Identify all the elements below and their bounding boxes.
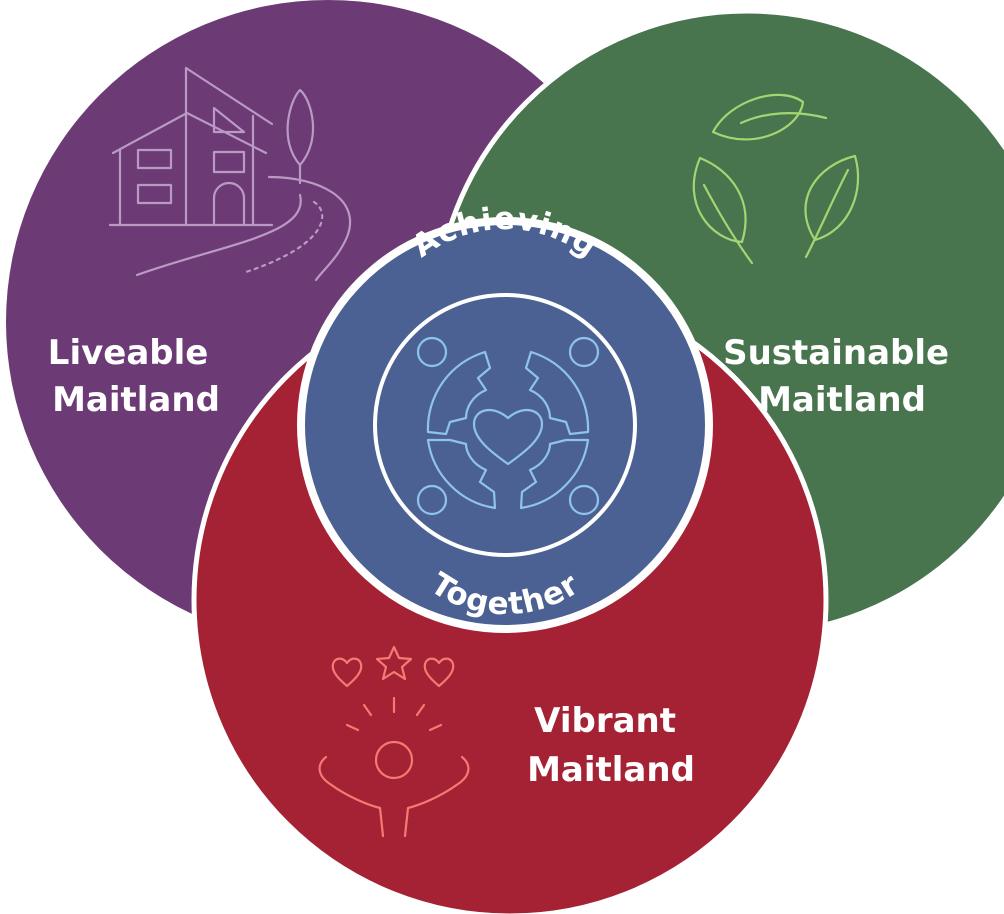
- vibrant-label-line2: Maitland: [527, 750, 695, 790]
- liveable-label-line1: Liveable: [48, 333, 209, 373]
- svg-text:Vibrant Maitland: Vibrant Maitland: [527, 701, 695, 790]
- liveable-label-line2: Maitland: [52, 380, 220, 420]
- center-inner-ring: [373, 293, 637, 557]
- svg-text:Sustainable Maitland: Sustainable Maitland: [723, 333, 961, 420]
- sustainable-label-line1: Sustainable: [723, 333, 949, 373]
- recycle-leaves-icon: [692, 93, 860, 265]
- center-badge: [305, 225, 705, 625]
- community-heart-icon: [416, 336, 600, 516]
- vibrant-label-line1: Vibrant: [534, 701, 676, 741]
- house-tree-road-icon: [108, 66, 352, 282]
- svg-text:Liveable Maitland: Liveable Maitland: [48, 333, 220, 420]
- sustainable-label-line2: Maitland: [758, 380, 926, 420]
- celebrating-person-icon: [318, 645, 470, 838]
